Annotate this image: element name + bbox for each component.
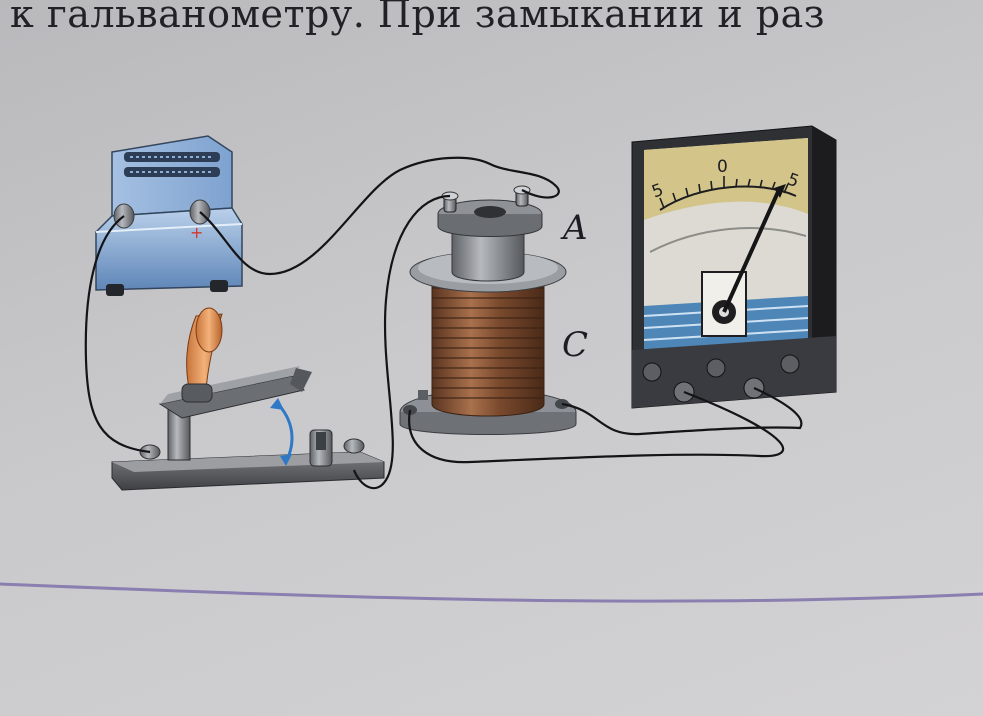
scale-zero-number: 0 bbox=[717, 157, 728, 177]
power-supply-icon: + bbox=[95, 135, 243, 296]
page-divider-line bbox=[0, 582, 983, 603]
galvanometer-icon: 5 0 5 bbox=[631, 125, 837, 409]
connecting-wires bbox=[84, 156, 803, 490]
header-text-line: к гальванометру. При замыкании и раз bbox=[10, 0, 826, 36]
coil-label-a: A bbox=[563, 208, 588, 248]
knife-switch-icon bbox=[111, 307, 385, 491]
coil-label-c: C bbox=[562, 325, 589, 365]
plus-terminal-label: + bbox=[190, 223, 203, 242]
induction-coil-icon bbox=[399, 185, 577, 435]
